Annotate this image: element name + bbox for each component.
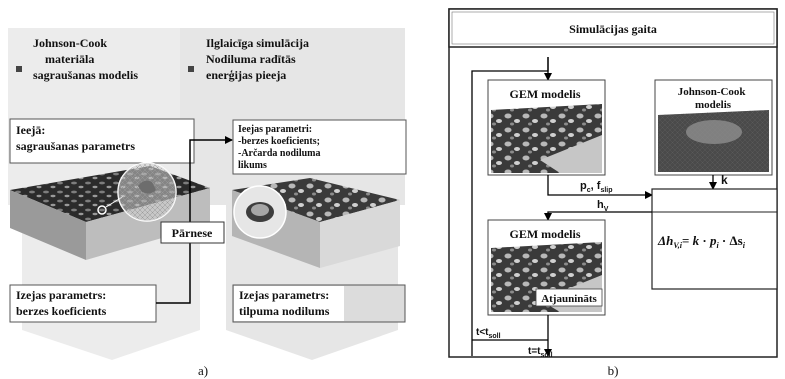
wear-formula: ΔhV,i= k · pi · Δsi	[657, 233, 746, 250]
fracture-model-image	[10, 162, 210, 260]
pc-fslip-label: pc, fslip	[580, 180, 613, 194]
hv-arrow	[544, 211, 652, 221]
output-box-right-text: Izejas parametrs: tilpuma nodilums	[239, 288, 332, 318]
gem-model-top	[487, 79, 606, 176]
formula-box	[651, 188, 778, 290]
output-box-left	[9, 284, 157, 323]
right-panel: Simulācijas gaita GEM modelis Johnson-Co…	[448, 8, 778, 378]
transfer-box	[160, 221, 225, 244]
gem-bottom-label: GEM modelis	[510, 227, 581, 241]
input-box	[9, 118, 195, 164]
transfer-label: Pārnese	[172, 226, 213, 240]
bullet-square	[188, 66, 194, 72]
loop-condition: t<tsoll	[476, 327, 501, 340]
gem-top-label: GEM modelis	[510, 87, 581, 101]
label-b: b)	[608, 363, 619, 378]
input-params-text: Ieejas parametri: -berzes koeficients; -…	[238, 124, 323, 171]
johnson-cook-model	[654, 79, 773, 176]
flowchart-header	[448, 8, 778, 48]
wear-model-image	[232, 178, 400, 268]
updated-label: Atjaunināts	[541, 293, 597, 305]
hv-label: hV	[597, 199, 609, 213]
bullet-square	[16, 66, 22, 72]
input-params-box	[232, 119, 407, 175]
jc-model-label: Johnson-Cook modelis	[678, 86, 749, 111]
output-box-left-text: Izejas parametrs: berzes koeficients	[16, 288, 109, 318]
input-box-text: Ieejā: sagraušanas parametrs	[16, 123, 135, 153]
left-panel: Johnson-Cook materiāla sagraušanas model…	[8, 28, 407, 378]
end-condition: t=tsoll	[528, 346, 553, 359]
flowchart-title: Simulācijas gaita	[569, 22, 657, 36]
col2-title: Ilglaicīga simulācija Nodiluma radītās e…	[206, 36, 312, 82]
label-a: a)	[198, 363, 208, 378]
col1-title: Johnson-Cook materiāla sagraušanas model…	[33, 36, 138, 82]
k-label: k	[721, 173, 728, 187]
updated-badge	[535, 288, 603, 307]
pc-fslip-arrow	[547, 175, 653, 199]
